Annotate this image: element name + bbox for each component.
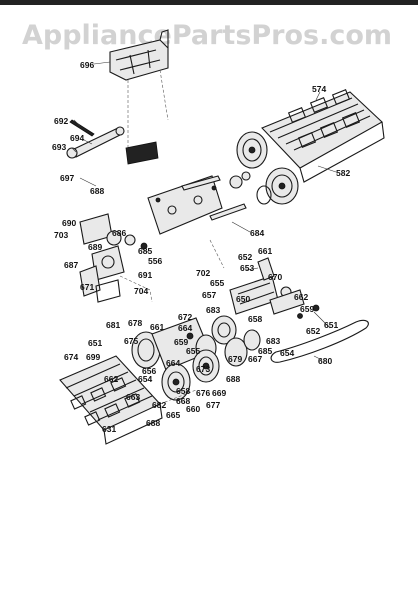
part-gear-582 [256, 167, 299, 205]
part-belt-680 [270, 319, 369, 363]
label-682-b: 682 [152, 400, 166, 410]
label-650: 650 [236, 294, 250, 304]
label-683-a: 683 [206, 305, 220, 315]
label-685-b: 685 [258, 346, 272, 356]
label-670: 670 [268, 272, 282, 282]
label-683-b: 683 [266, 336, 280, 346]
label-631: 631 [102, 424, 116, 434]
label-659-a: 659 [300, 304, 314, 314]
label-658-b: 658 [176, 386, 190, 396]
label-654-a: 654 [280, 348, 294, 358]
label-652-a: 652 [238, 252, 252, 262]
label-704: 704 [134, 286, 148, 296]
part-bar-692 [69, 119, 95, 137]
label-652-b: 652 [306, 326, 320, 336]
watermark-text: AppliancePartsPros.com [22, 20, 392, 51]
label-662-b: 662 [104, 374, 118, 384]
label-668: 668 [176, 396, 190, 406]
leader-lines [71, 61, 337, 361]
label-689: 689 [88, 242, 102, 252]
label-574: 574 [312, 84, 326, 94]
label-696: 696 [80, 60, 94, 70]
label-655-b: 655 [186, 346, 200, 356]
label-692: 692 [54, 116, 68, 126]
label-690: 690 [62, 218, 76, 228]
label-556: 556 [148, 256, 162, 266]
label-651-b: 651 [88, 338, 102, 348]
label-660: 660 [186, 404, 200, 414]
label-677: 677 [206, 400, 220, 410]
label-663: 663 [126, 392, 140, 402]
label-651: 651 [324, 320, 338, 330]
label-664-b: 664 [166, 358, 180, 368]
label-691: 691 [138, 270, 152, 280]
label-673: 673 [196, 364, 210, 374]
label-656: 656 [142, 366, 156, 376]
label-661-b: 661 [150, 322, 164, 332]
part-track-574 [261, 89, 385, 183]
label-671: 671 [80, 282, 94, 292]
label-674: 674 [64, 352, 78, 362]
label-582: 582 [336, 168, 350, 178]
label-657: 657 [202, 290, 216, 300]
label-699: 699 [86, 352, 100, 362]
part-pulley-upper [236, 131, 268, 169]
label-662-a: 662 [294, 292, 308, 302]
label-653: 653 [240, 263, 254, 273]
label-654-b: 654 [138, 374, 152, 384]
scan-edge [0, 0, 418, 5]
part-number-labels: 696 574 692 694 693 697 688 582 690 703 … [52, 60, 350, 434]
label-667: 667 [248, 354, 262, 364]
label-661-a: 661 [258, 246, 272, 256]
label-685: 685 [138, 246, 152, 256]
label-655-a: 655 [210, 278, 224, 288]
label-679: 679 [228, 354, 242, 364]
label-687: 687 [64, 260, 78, 270]
label-688-b: 688 [226, 374, 240, 384]
label-684: 684 [250, 228, 264, 238]
label-675: 675 [124, 336, 138, 346]
label-665: 665 [166, 410, 180, 420]
label-681: 681 [106, 320, 120, 330]
label-697: 697 [60, 173, 74, 183]
part-left-cluster [79, 213, 148, 303]
label-703: 703 [54, 230, 68, 240]
label-659-b: 659 [174, 337, 188, 347]
part-bracket-696 [109, 29, 169, 81]
label-672: 672 [178, 312, 192, 322]
part-label-plate [125, 141, 159, 165]
part-rods [181, 171, 251, 221]
label-686: 686 [112, 228, 126, 238]
label-676: 676 [196, 388, 210, 398]
part-mid-right [229, 257, 320, 319]
label-688-c: 688 [146, 418, 160, 428]
label-702: 702 [196, 268, 210, 278]
label-678: 678 [128, 318, 142, 328]
label-664-a: 664 [178, 323, 192, 333]
part-lower-gears [161, 329, 261, 401]
label-669: 669 [212, 388, 226, 398]
label-680: 680 [318, 356, 332, 366]
label-688-a: 688 [90, 186, 104, 196]
label-694: 694 [70, 133, 84, 143]
label-693: 693 [52, 142, 66, 152]
label-658: 658 [248, 314, 262, 324]
part-shaft-694 [66, 126, 125, 159]
